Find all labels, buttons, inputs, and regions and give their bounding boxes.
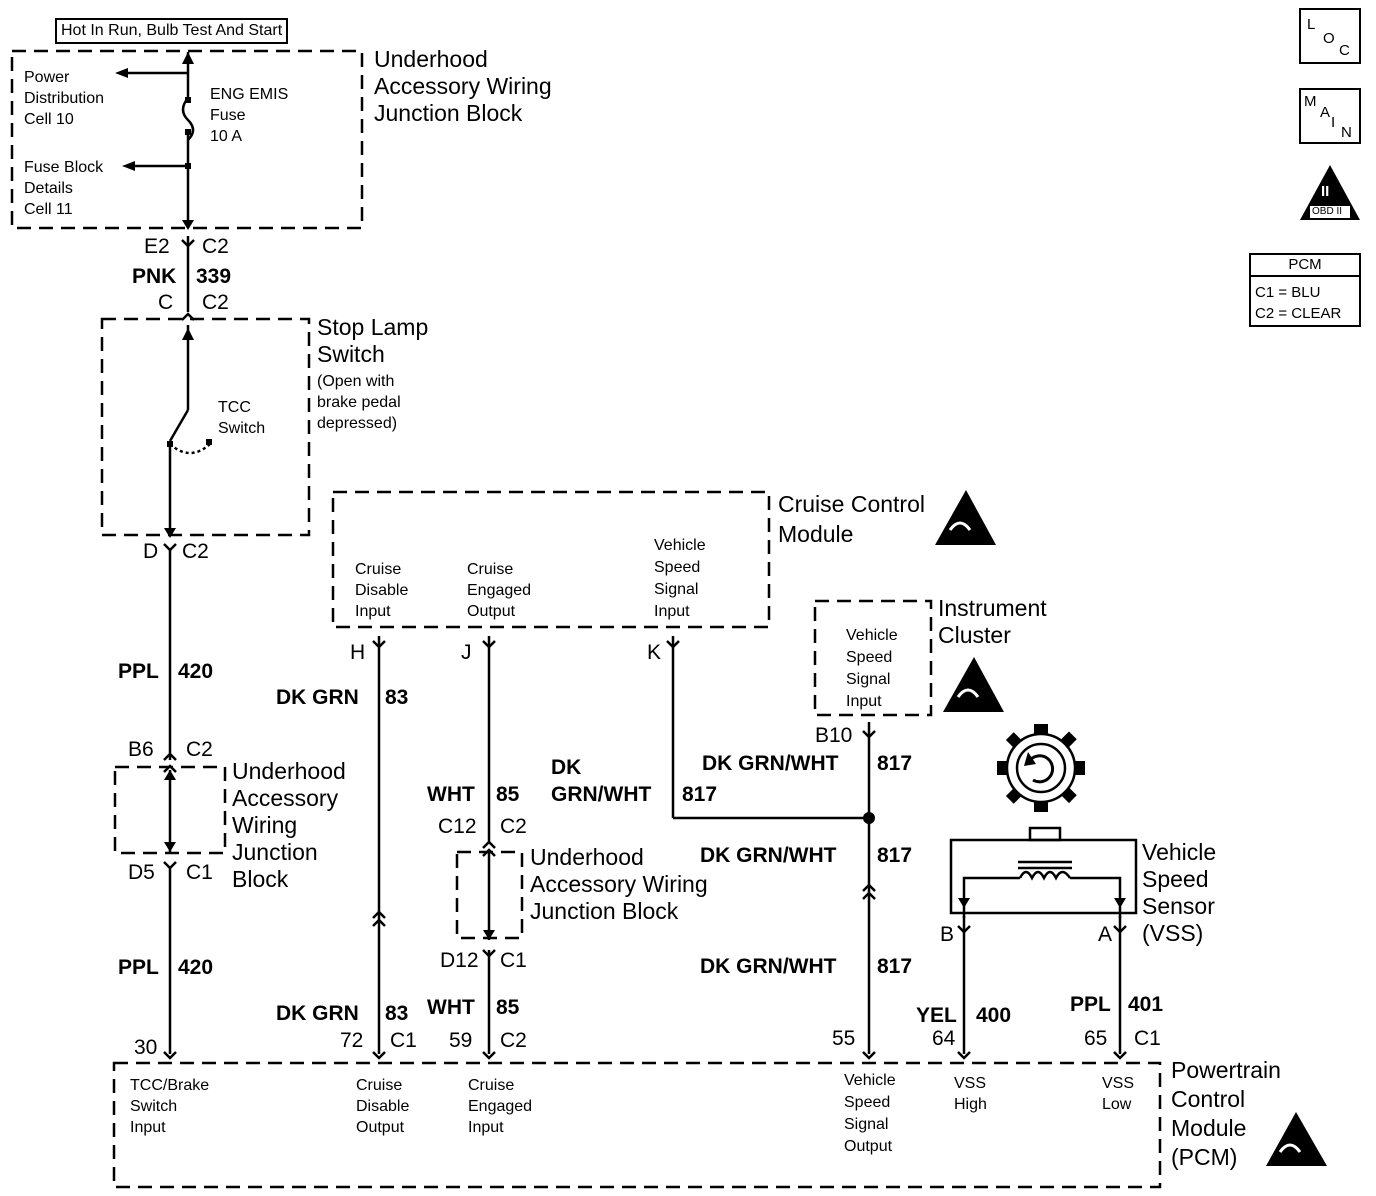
pin-j: J [461,641,472,664]
pin-c2: C2 [500,815,527,838]
pin-d: D [143,540,159,563]
pin-c1: C1 [390,1029,417,1052]
pin-k: K [647,641,662,664]
pcm-legend-c2: C2 = CLEAR [1255,305,1342,322]
power-distribution-ref[interactable]: Power Distribution Cell 10 [24,69,105,128]
esd-icon-cluster [943,657,1004,712]
underhood-top-title: Underhood Accessory Wiring Junction Bloc… [374,46,552,126]
wire-color: DK GRN/WHT [700,844,837,867]
pin-30: 30 [134,1036,158,1059]
pin-65: 65 [1084,1027,1108,1050]
pin-b: B [940,923,955,946]
pin-b10: B10 [815,724,853,747]
pin-c12: C12 [438,815,477,838]
wire-color: DK GRN/WHT [700,955,837,978]
wire-color: GRN/WHT [551,783,652,806]
wire-color: PPL [118,956,159,979]
pcm-vss-output-label: Vehicle Speed Signal Output [844,1072,896,1155]
eng-emis-fuse-label: ENG EMIS Fuse 10 A [210,86,289,145]
wire-color: WHT [427,996,475,1019]
pcm-vss-high-label: VSS High [954,1075,987,1113]
wire-color: PPL [118,660,159,683]
pcm-legend-c1: C1 = BLU [1255,284,1321,301]
pcm-tcc-input-label: TCC/Brake Switch Input [130,1077,210,1136]
wire-number: 817 [877,844,913,867]
cluster-title: Instrument Cluster [938,595,1047,648]
vss-input-label: Vehicle Speed Signal Input [654,537,706,620]
tcc-switch-label: TCC Switch [218,399,266,437]
fuse-block-ref[interactable]: Fuse Block Details Cell 11 [24,159,104,218]
wire-number: 420 [178,956,214,979]
pin-c2: C2 [202,291,229,314]
condition-label: Hot In Run, Bulb Test And Start [55,18,289,44]
wire-number: 83 [385,686,409,709]
vss-title: Vehicle Speed Sensor (VSS) [1142,839,1217,946]
pin-c2: C2 [186,738,213,761]
pin-c: C [158,291,174,314]
cluster-box [813,599,933,717]
cruise-engaged-output-label: Cruise Engaged Output [467,561,532,620]
pin-c2: C2 [500,1029,527,1052]
obd-roman: II [1321,183,1330,200]
wire-number: 817 [877,955,913,978]
pin-c2: C2 [202,235,229,258]
wire-color: DK GRN/WHT [702,752,839,775]
pin-h: H [350,641,366,664]
underhood-mid-title: Underhood Accessory Wiring Junction Bloc… [232,758,346,892]
wire-number: 83 [385,1002,409,1025]
esd-icon-pcm [1266,1112,1327,1166]
pin-a: A [1098,923,1113,946]
stop-lamp-box [100,317,311,537]
esd-icon-cruise [935,490,996,545]
cruise-disable-input-label: Cruise Disable Input [355,561,409,620]
stop-lamp-title: Stop Lamp Switch [317,314,429,367]
obd-icon [1300,165,1360,220]
underhood-right-title: Underhood Accessory Wiring Junction Bloc… [530,844,708,924]
pin-64: 64 [932,1027,956,1050]
wire-number: 339 [196,265,232,288]
pin-c1: C1 [500,949,527,972]
stop-lamp-note: (Open with brake pedal depressed) [317,373,401,432]
wire-number: 85 [496,996,520,1019]
pcm-vss-low-label: VSS Low [1102,1075,1135,1113]
pin-d5: D5 [128,861,155,884]
wire-color: DK [551,756,582,779]
pin-c1: C1 [1134,1027,1161,1050]
wire-color: WHT [427,783,475,806]
wire-color: DK GRN [276,686,359,709]
wire-color: DK GRN [276,1002,359,1025]
pcm-cruise-disable-output-label: Cruise Disable Output [356,1077,410,1136]
wire-number: 817 [877,752,913,775]
cruise-module-title: Cruise Control Module [778,491,925,547]
obd-label: OBD II [1312,206,1343,217]
pin-59: 59 [449,1029,473,1052]
wire-color: YEL [916,1004,957,1027]
pin-b6: B6 [128,738,154,761]
cluster-input-label: Vehicle Speed Signal Input [846,627,898,710]
wire-number: 420 [178,660,214,683]
pcm-cruise-engaged-input-label: Cruise Engaged Input [468,1077,533,1136]
pin-e2: E2 [144,235,170,258]
pcm-connector-legend: PCM C1 = BLU C2 = CLEAR [1249,253,1361,327]
pin-d12: D12 [440,949,479,972]
wire-color: PPL [1070,993,1111,1016]
pin-c1: C1 [186,861,213,884]
wire-color: PNK [132,265,177,288]
wire-number: 400 [976,1004,1012,1027]
wire-number: 401 [1128,993,1164,1016]
wire-number: 85 [496,783,520,806]
pin-72: 72 [340,1029,364,1052]
pcm-title: Powertrain Control Module (PCM) [1171,1057,1281,1170]
pin-55: 55 [832,1027,856,1050]
pcm-box [112,1061,1162,1189]
pin-c2: C2 [182,540,209,563]
wire-number: 817 [682,783,718,806]
pcm-legend-title: PCM [1251,255,1359,277]
